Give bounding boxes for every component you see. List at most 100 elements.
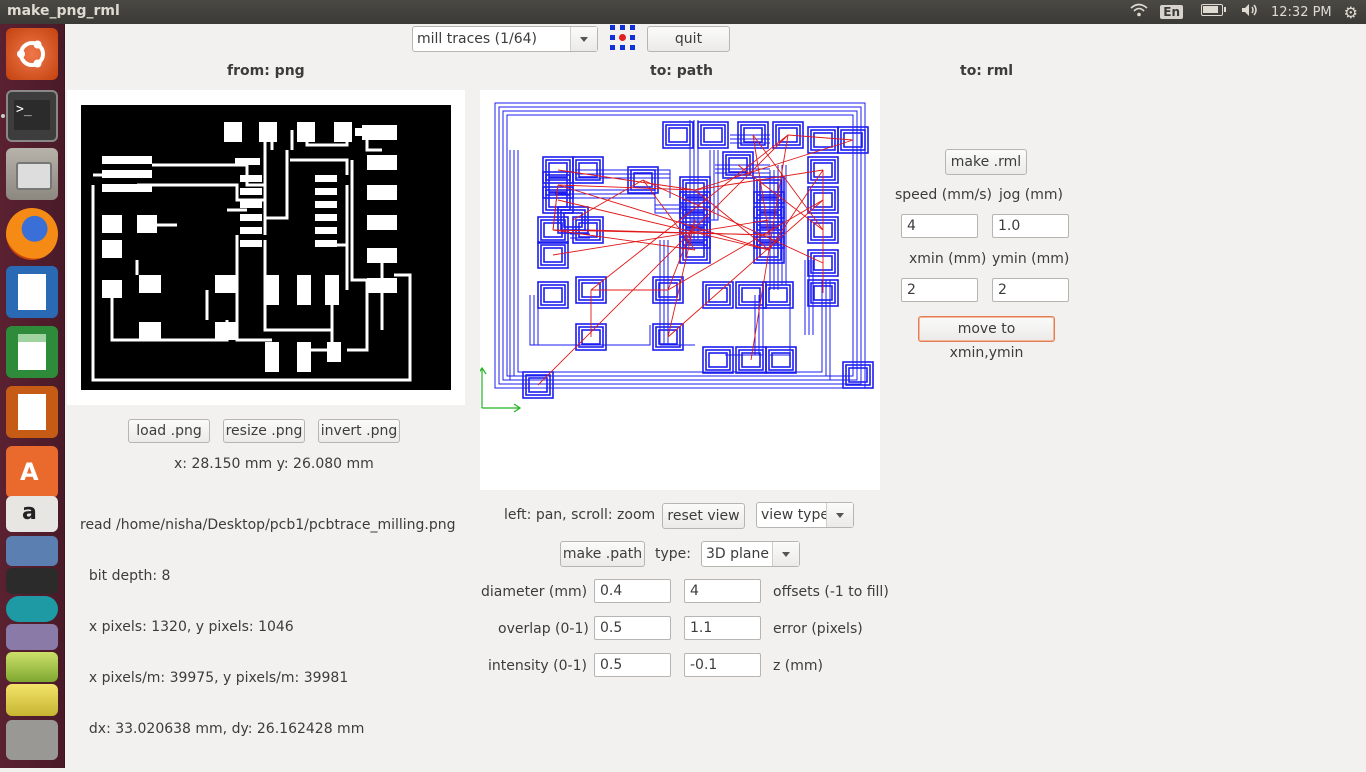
toolpath-pad	[842, 361, 874, 389]
view-hint: left: pan, scroll: zoom	[504, 507, 656, 523]
z-field[interactable]: -0.1	[684, 653, 761, 677]
z-label: z (mm)	[773, 658, 823, 674]
error-label: error (pixels)	[773, 621, 863, 637]
ymin-label: ymin (mm)	[992, 251, 1070, 267]
launcher: >_ A a	[0, 24, 65, 768]
to-rml-header: to: rml	[960, 63, 1014, 79]
ubuntu-dash-icon[interactable]	[6, 28, 58, 80]
terminal-icon[interactable]: >_	[6, 90, 58, 142]
toolpath-pad	[772, 121, 804, 149]
arduino-icon[interactable]	[6, 596, 58, 622]
to-path-header: to: path	[650, 63, 713, 79]
move-to-xmin-ymin-button[interactable]: move to xmin,ymin	[918, 316, 1055, 361]
toolpath-pad	[652, 323, 684, 351]
x-axis-arrow	[513, 403, 522, 413]
offsets-field[interactable]: 4	[684, 579, 761, 603]
toolpath-pad	[702, 346, 734, 374]
pcb-png-image	[81, 105, 451, 390]
toolpath-pad	[697, 121, 729, 149]
app-icon-6[interactable]	[6, 720, 58, 760]
toolpath-view	[477, 102, 874, 413]
offsets-label: offsets (-1 to fill)	[773, 584, 889, 600]
gear-icon[interactable]: ⚙	[1343, 2, 1358, 22]
wifi-icon[interactable]	[1130, 3, 1148, 21]
app-icon-3[interactable]	[6, 624, 58, 650]
main-window: mill traces (1/64) quit from: png to: pa…	[65, 24, 1366, 768]
app-icon-1[interactable]	[6, 536, 58, 566]
quit-button[interactable]: quit	[647, 26, 730, 52]
impress-icon[interactable]	[6, 386, 58, 438]
intensity-label: intensity (0-1)	[488, 658, 587, 674]
toolpath-pad	[679, 191, 711, 219]
ymin-field[interactable]: 2	[992, 278, 1069, 302]
overlap-label: overlap (0-1)	[498, 621, 589, 637]
writer-icon[interactable]	[6, 266, 58, 318]
xmin-field[interactable]: 2	[901, 278, 978, 302]
toolpath-pad	[627, 166, 659, 194]
intensity-field[interactable]: 0.5	[594, 653, 671, 677]
invert-png-button[interactable]: invert .png	[318, 419, 400, 443]
toolpath-pad	[753, 236, 785, 264]
make-rml-button[interactable]: make .rml	[945, 149, 1027, 175]
calc-icon[interactable]	[6, 326, 58, 378]
load-png-button[interactable]: load .png	[128, 419, 210, 443]
toolpath-pad	[662, 121, 694, 149]
toolpath-pad	[765, 346, 797, 374]
volume-icon[interactable]	[1241, 3, 1259, 21]
toolpath-pad	[837, 126, 869, 154]
clock[interactable]: 12:32 PM	[1271, 4, 1332, 20]
fab-logo-icon	[610, 25, 635, 50]
toolpath-pad	[537, 281, 569, 309]
toolpath-pad	[753, 191, 785, 219]
diameter-field[interactable]: 0.4	[594, 579, 671, 603]
top-panel: make_png_rml En 12:32 PM ⚙	[0, 0, 1366, 24]
toolpath-pad	[762, 281, 794, 309]
toolpath-traces	[509, 120, 874, 399]
app-icon-2[interactable]	[6, 568, 58, 594]
file-manager-icon[interactable]	[6, 148, 58, 200]
resize-png-button[interactable]: resize .png	[223, 419, 305, 443]
toolpath-pad	[702, 281, 734, 309]
speed-field[interactable]: 4	[901, 214, 978, 238]
error-field[interactable]: 1.1	[684, 616, 761, 640]
toolpath-pad	[737, 121, 769, 149]
process-select[interactable]: mill traces (1/64)	[412, 26, 598, 52]
keyboard-layout-indicator[interactable]: En	[1160, 5, 1183, 19]
type-label: type:	[655, 546, 691, 562]
type-select[interactable]: 3D plane	[701, 541, 800, 567]
battery-icon[interactable]	[1195, 4, 1229, 20]
y-axis-arrow	[477, 366, 487, 375]
window-title: make_png_rml	[7, 3, 120, 19]
jog-field[interactable]: 1.0	[992, 214, 1069, 238]
software-center-icon[interactable]: A	[6, 446, 58, 498]
toolpath-pad	[522, 371, 554, 399]
reset-view-button[interactable]: reset view	[662, 503, 745, 529]
system-tray: En 12:32 PM ⚙	[1124, 0, 1366, 24]
amazon-icon[interactable]: a	[6, 496, 58, 532]
view-type-select[interactable]: view type	[756, 502, 854, 528]
path-preview-panel[interactable]	[477, 90, 880, 490]
jog-label: jog (mm)	[999, 187, 1063, 203]
xmin-label: xmin (mm)	[909, 251, 987, 267]
make-path-button[interactable]: make .path	[560, 541, 645, 567]
info-line: x pixels/m: 39975, y pixels/m: 39981	[80, 670, 349, 686]
coordinate-readout: x: 28.150 mm y: 26.080 mm	[174, 456, 374, 472]
info-line: x pixels: 1320, y pixels: 1046	[80, 619, 294, 635]
toolpath-pad	[572, 156, 604, 184]
info-line: read /home/nisha/Desktop/pcb1/pcbtrace_m…	[80, 517, 456, 533]
overlap-field[interactable]: 0.5	[594, 616, 671, 640]
travel-moves	[537, 134, 854, 386]
chevron-down-icon	[570, 27, 597, 51]
png-preview-panel[interactable]	[67, 90, 465, 405]
chevron-down-icon	[826, 503, 853, 527]
app-icon-4[interactable]	[6, 652, 58, 682]
toolpath-pad	[753, 176, 785, 204]
app-icon-5[interactable]	[6, 684, 58, 716]
png-info: read /home/nisha/Desktop/pcb1/pcbtrace_m…	[80, 483, 456, 772]
from-png-header: from: png	[227, 63, 305, 79]
diameter-label: diameter (mm)	[481, 584, 588, 600]
speed-label: speed (mm/s)	[895, 187, 992, 203]
firefox-icon[interactable]	[6, 208, 58, 260]
info-line: dx: 33.020638 mm, dy: 26.162428 mm	[80, 721, 365, 737]
toolpath-outline	[494, 102, 866, 389]
